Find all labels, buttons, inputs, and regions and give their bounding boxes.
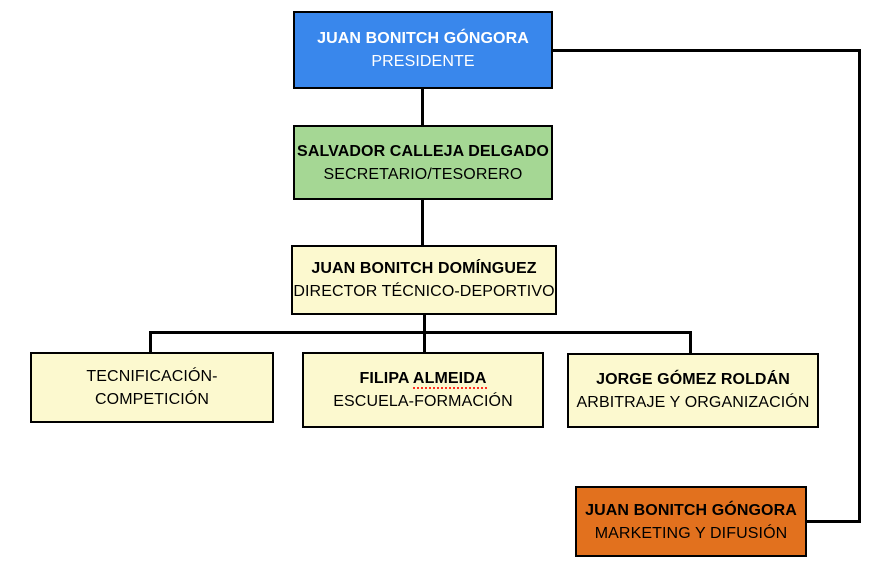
connector-presidente-secretario xyxy=(421,89,424,125)
node-name: JUAN BONITCH GÓNGORA xyxy=(317,30,529,47)
node-name: SALVADOR CALLEJA DELGADO xyxy=(297,142,549,160)
org-node-arbitraje: JORGE GÓMEZ ROLDÁN ARBITRAJE Y ORGANIZAC… xyxy=(567,353,819,428)
node-role: ARBITRAJE Y ORGANIZACIÓN xyxy=(576,393,810,411)
org-node-escuela: FILIPA ALMEIDA ESCUELA-FORMACIÓN xyxy=(302,352,544,428)
connector-drop-tecnificacion xyxy=(149,331,152,353)
org-node-tecnificacion: TECNIFICACIÓN-COMPETICIÓN xyxy=(30,352,274,423)
node-role: ESCUELA-FORMACIÓN xyxy=(333,393,513,410)
org-node-marketing: JUAN BONITCH GÓNGORA MARKETING Y DIFUSIÓ… xyxy=(575,486,807,557)
connector-branch-horizontal xyxy=(149,331,692,334)
connector-secretario-director xyxy=(421,200,424,245)
node-role: DIRECTOR TÉCNICO-DEPORTIVO xyxy=(293,283,555,300)
connector-drop-escuela xyxy=(423,331,426,353)
node-name: FILIPA ALMEIDA xyxy=(359,367,487,390)
node-role: SECRETARIO/TESORERO xyxy=(323,165,523,183)
connector-marketing-horizontal xyxy=(807,520,861,523)
node-role: TECNIFICACIÓN-COMPETICIÓN xyxy=(86,367,218,408)
connector-presidente-right xyxy=(553,49,861,52)
connector-drop-arbitraje xyxy=(689,331,692,354)
connector-right-vertical xyxy=(858,49,861,523)
node-name-first: FILIPA xyxy=(359,370,409,387)
org-node-director: JUAN BONITCH DOMÍNGUEZ DIRECTOR TÉCNICO-… xyxy=(291,245,557,315)
connector-director-branch xyxy=(423,315,426,333)
org-node-secretario: SALVADOR CALLEJA DELGADO SECRETARIO/TESO… xyxy=(293,125,553,200)
node-name: JUAN BONITCH DOMÍNGUEZ xyxy=(311,260,537,277)
node-name: JUAN BONITCH GÓNGORA xyxy=(585,501,797,519)
node-role: PRESIDENTE xyxy=(371,53,475,70)
org-node-presidente: JUAN BONITCH GÓNGORA PRESIDENTE xyxy=(293,11,553,89)
node-name-last-spellcheck: ALMEIDA xyxy=(412,370,487,389)
node-role: MARKETING Y DIFUSIÓN xyxy=(594,524,788,542)
node-name: JORGE GÓMEZ ROLDÁN xyxy=(596,370,790,388)
